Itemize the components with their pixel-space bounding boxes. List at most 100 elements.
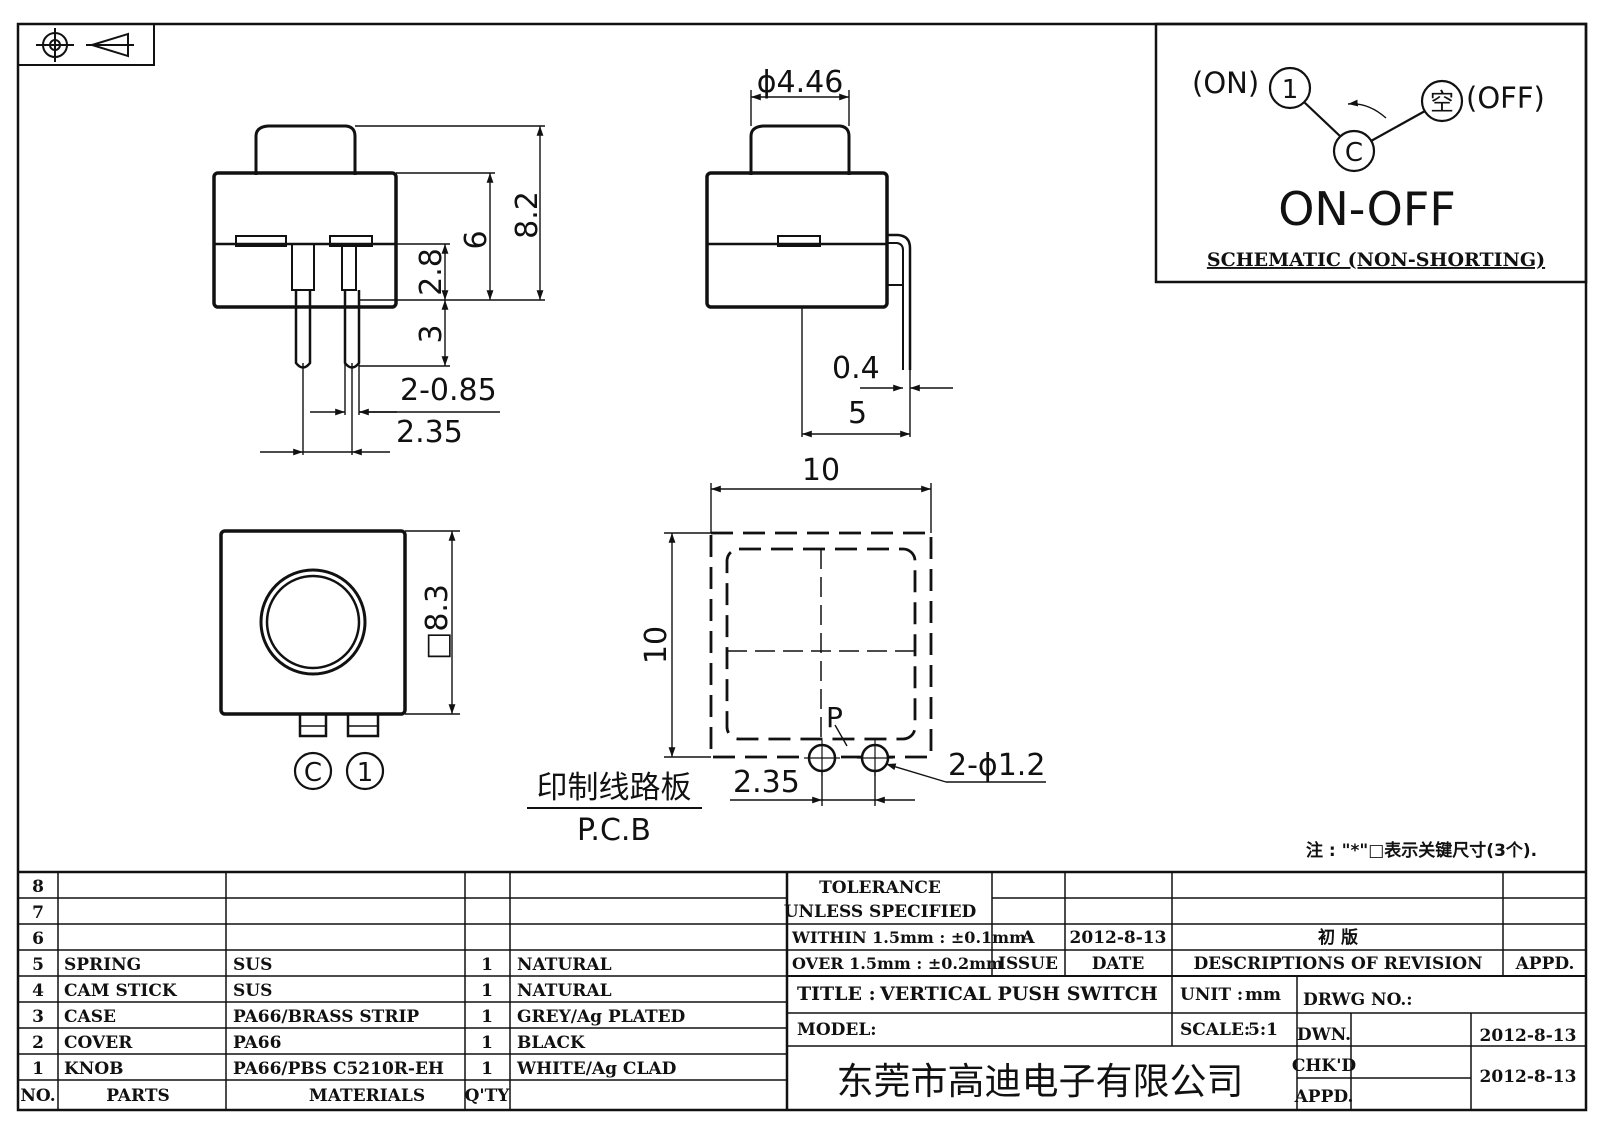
- schematic-pin-c: C: [1345, 138, 1363, 168]
- dim-lead-thickness: 0.4: [832, 351, 880, 386]
- title-block: [787, 976, 1586, 1110]
- company-name: 东莞市高迪电子有限公司: [837, 1060, 1244, 1103]
- dim-pin-width: 2-0.85: [400, 373, 497, 408]
- bom-cell-no: 2: [32, 1033, 44, 1053]
- dim-total-height: 8.2: [510, 191, 545, 239]
- bom-cell-qty: 1: [481, 955, 493, 975]
- dim-pcb-height: 10: [639, 626, 674, 664]
- bom-cell-qty: 1: [481, 1033, 493, 1053]
- bom-row: 2 COVER PA66 1 BLACK: [32, 1033, 586, 1053]
- bom-cell-part: CAM STICK: [64, 981, 178, 1001]
- tolerance-unless: UNLESS SPECIFIED: [784, 902, 977, 922]
- bom-cell-part: SPRING: [64, 955, 141, 975]
- bom-header-materials: MATERIALS: [309, 1086, 425, 1106]
- unit-value: mm: [1245, 985, 1281, 1005]
- pad-label-p: P: [826, 701, 843, 734]
- dwn-date: 2012-8-13: [1480, 1026, 1577, 1046]
- bom-cell-no: 8: [32, 877, 44, 897]
- tolerance-heading: TOLERANCE: [819, 878, 941, 898]
- revision-issue: A: [1020, 928, 1035, 948]
- bom-cell-part: CASE: [64, 1007, 116, 1027]
- schematic-on-label: (ON): [1192, 66, 1259, 100]
- bom-cell-no: 6: [32, 929, 44, 949]
- dim-knob-diameter: ϕ4.46: [757, 65, 844, 100]
- bom-table: [18, 870, 1586, 1110]
- bom-cell-no: 4: [32, 981, 44, 1001]
- pcb-dimensions: [664, 483, 1046, 806]
- dwn-label: DWN.: [1297, 1025, 1351, 1045]
- side-view-dimensions: [750, 90, 953, 438]
- pcb-label-cn: 印制线路板: [537, 770, 692, 806]
- dim-side-width: 5: [848, 396, 867, 431]
- title-value: VERTICAL PUSH SWITCH: [879, 983, 1158, 1005]
- bom-cell-material: PA66: [233, 1033, 281, 1053]
- bom-header-parts: PARTS: [106, 1086, 170, 1106]
- bom-cell-finish: WHITE/Ag CLAD: [516, 1059, 677, 1079]
- tolerance-over: OVER 1.5mm : ±0.2mm: [792, 954, 1003, 973]
- bom-row: 8: [32, 877, 44, 897]
- bom-cell-material: SUS: [233, 955, 272, 975]
- description-header: DESCRIPTIONS OF REVISION: [1193, 954, 1482, 974]
- top-view: [219, 529, 407, 791]
- dim-pin-height: 3: [414, 324, 449, 343]
- issue-header: ISSUE: [998, 954, 1058, 974]
- tolerance-within: WITHIN 1.5mm : ±0.1mm: [791, 928, 1026, 947]
- chkd-date: 2012-8-13: [1480, 1067, 1577, 1087]
- bom-row: 7: [32, 903, 44, 923]
- bom-cell-no: 1: [32, 1059, 44, 1079]
- date-header: DATE: [1092, 954, 1145, 974]
- bom-cell-no: 7: [32, 903, 44, 923]
- scale-label: SCALE:: [1180, 1020, 1250, 1040]
- side-view: [705, 124, 912, 370]
- bom-cell-qty: 1: [481, 1059, 493, 1079]
- schematic-name: ON-OFF: [1278, 182, 1456, 236]
- dim-pcb-width: 10: [802, 453, 840, 488]
- schematic-pin-1: 1: [1282, 75, 1299, 105]
- model-label: MODEL:: [797, 1020, 877, 1040]
- dim-pin-pitch: 2.35: [396, 415, 463, 450]
- revision-description: 初 版: [1318, 927, 1358, 948]
- bom-cell-qty: 1: [481, 981, 493, 1001]
- front-view: [212, 124, 398, 369]
- appd-label: APPD.: [1294, 1087, 1354, 1107]
- dim-shoulder-height: 2.8: [414, 248, 449, 296]
- unit-label: UNIT :: [1180, 985, 1243, 1005]
- bom-cell-material: SUS: [233, 981, 272, 1001]
- bom-cell-no: 5: [32, 955, 44, 975]
- pcb-label: 印制线路板 P.C.B: [527, 770, 702, 848]
- dim-pcb-pitch: 2.35: [733, 765, 800, 800]
- bom-cell-material: PA66/PBS C5210R-EH: [233, 1059, 444, 1079]
- title-label: TITLE :: [797, 983, 876, 1005]
- top-view-dimensions: [405, 530, 460, 715]
- dim-body-height: 6: [459, 230, 494, 249]
- bom-cell-part: COVER: [64, 1033, 133, 1053]
- revision-date: 2012-8-13: [1070, 928, 1167, 948]
- bom-cell-finish: BLACK: [517, 1033, 586, 1053]
- schematic-off-label: (OFF): [1466, 81, 1545, 115]
- bom-cell-no: 3: [32, 1007, 44, 1027]
- dim-pcb-holes: 2-ϕ1.2: [948, 748, 1045, 783]
- appd-header: APPD.: [1515, 954, 1575, 974]
- bom-cell-qty: 1: [481, 1007, 493, 1027]
- schematic-caption: SCHEMATIC (NON-SHORTING): [1207, 249, 1545, 271]
- drwg-no-label: DRWG NO.:: [1303, 990, 1413, 1010]
- revision-block: [787, 872, 1586, 977]
- pin-marker-1: 1: [357, 758, 374, 788]
- bom-row: 5 SPRING SUS 1 NATURAL: [32, 955, 612, 975]
- dim-body-square: □8.3: [420, 584, 455, 660]
- scale-value: 5:1: [1248, 1020, 1278, 1040]
- bom-row: 6: [32, 929, 44, 949]
- schematic-pin-empty: 空: [1430, 88, 1454, 116]
- sheet-border: [16, 22, 1588, 1112]
- pin-marker-c: C: [304, 758, 322, 788]
- bom-cell-finish: NATURAL: [517, 955, 612, 975]
- key-dimension-note: 注 : "*"□表示关键尺寸(3个).: [1306, 840, 1537, 861]
- schematic-box: (ON) 1 C 空 (OFF) ON-OFF SCHEMATIC (NON-S…: [1154, 22, 1588, 284]
- first-angle-projection-icon: [17, 23, 155, 66]
- pcb-label-en: P.C.B: [577, 813, 651, 848]
